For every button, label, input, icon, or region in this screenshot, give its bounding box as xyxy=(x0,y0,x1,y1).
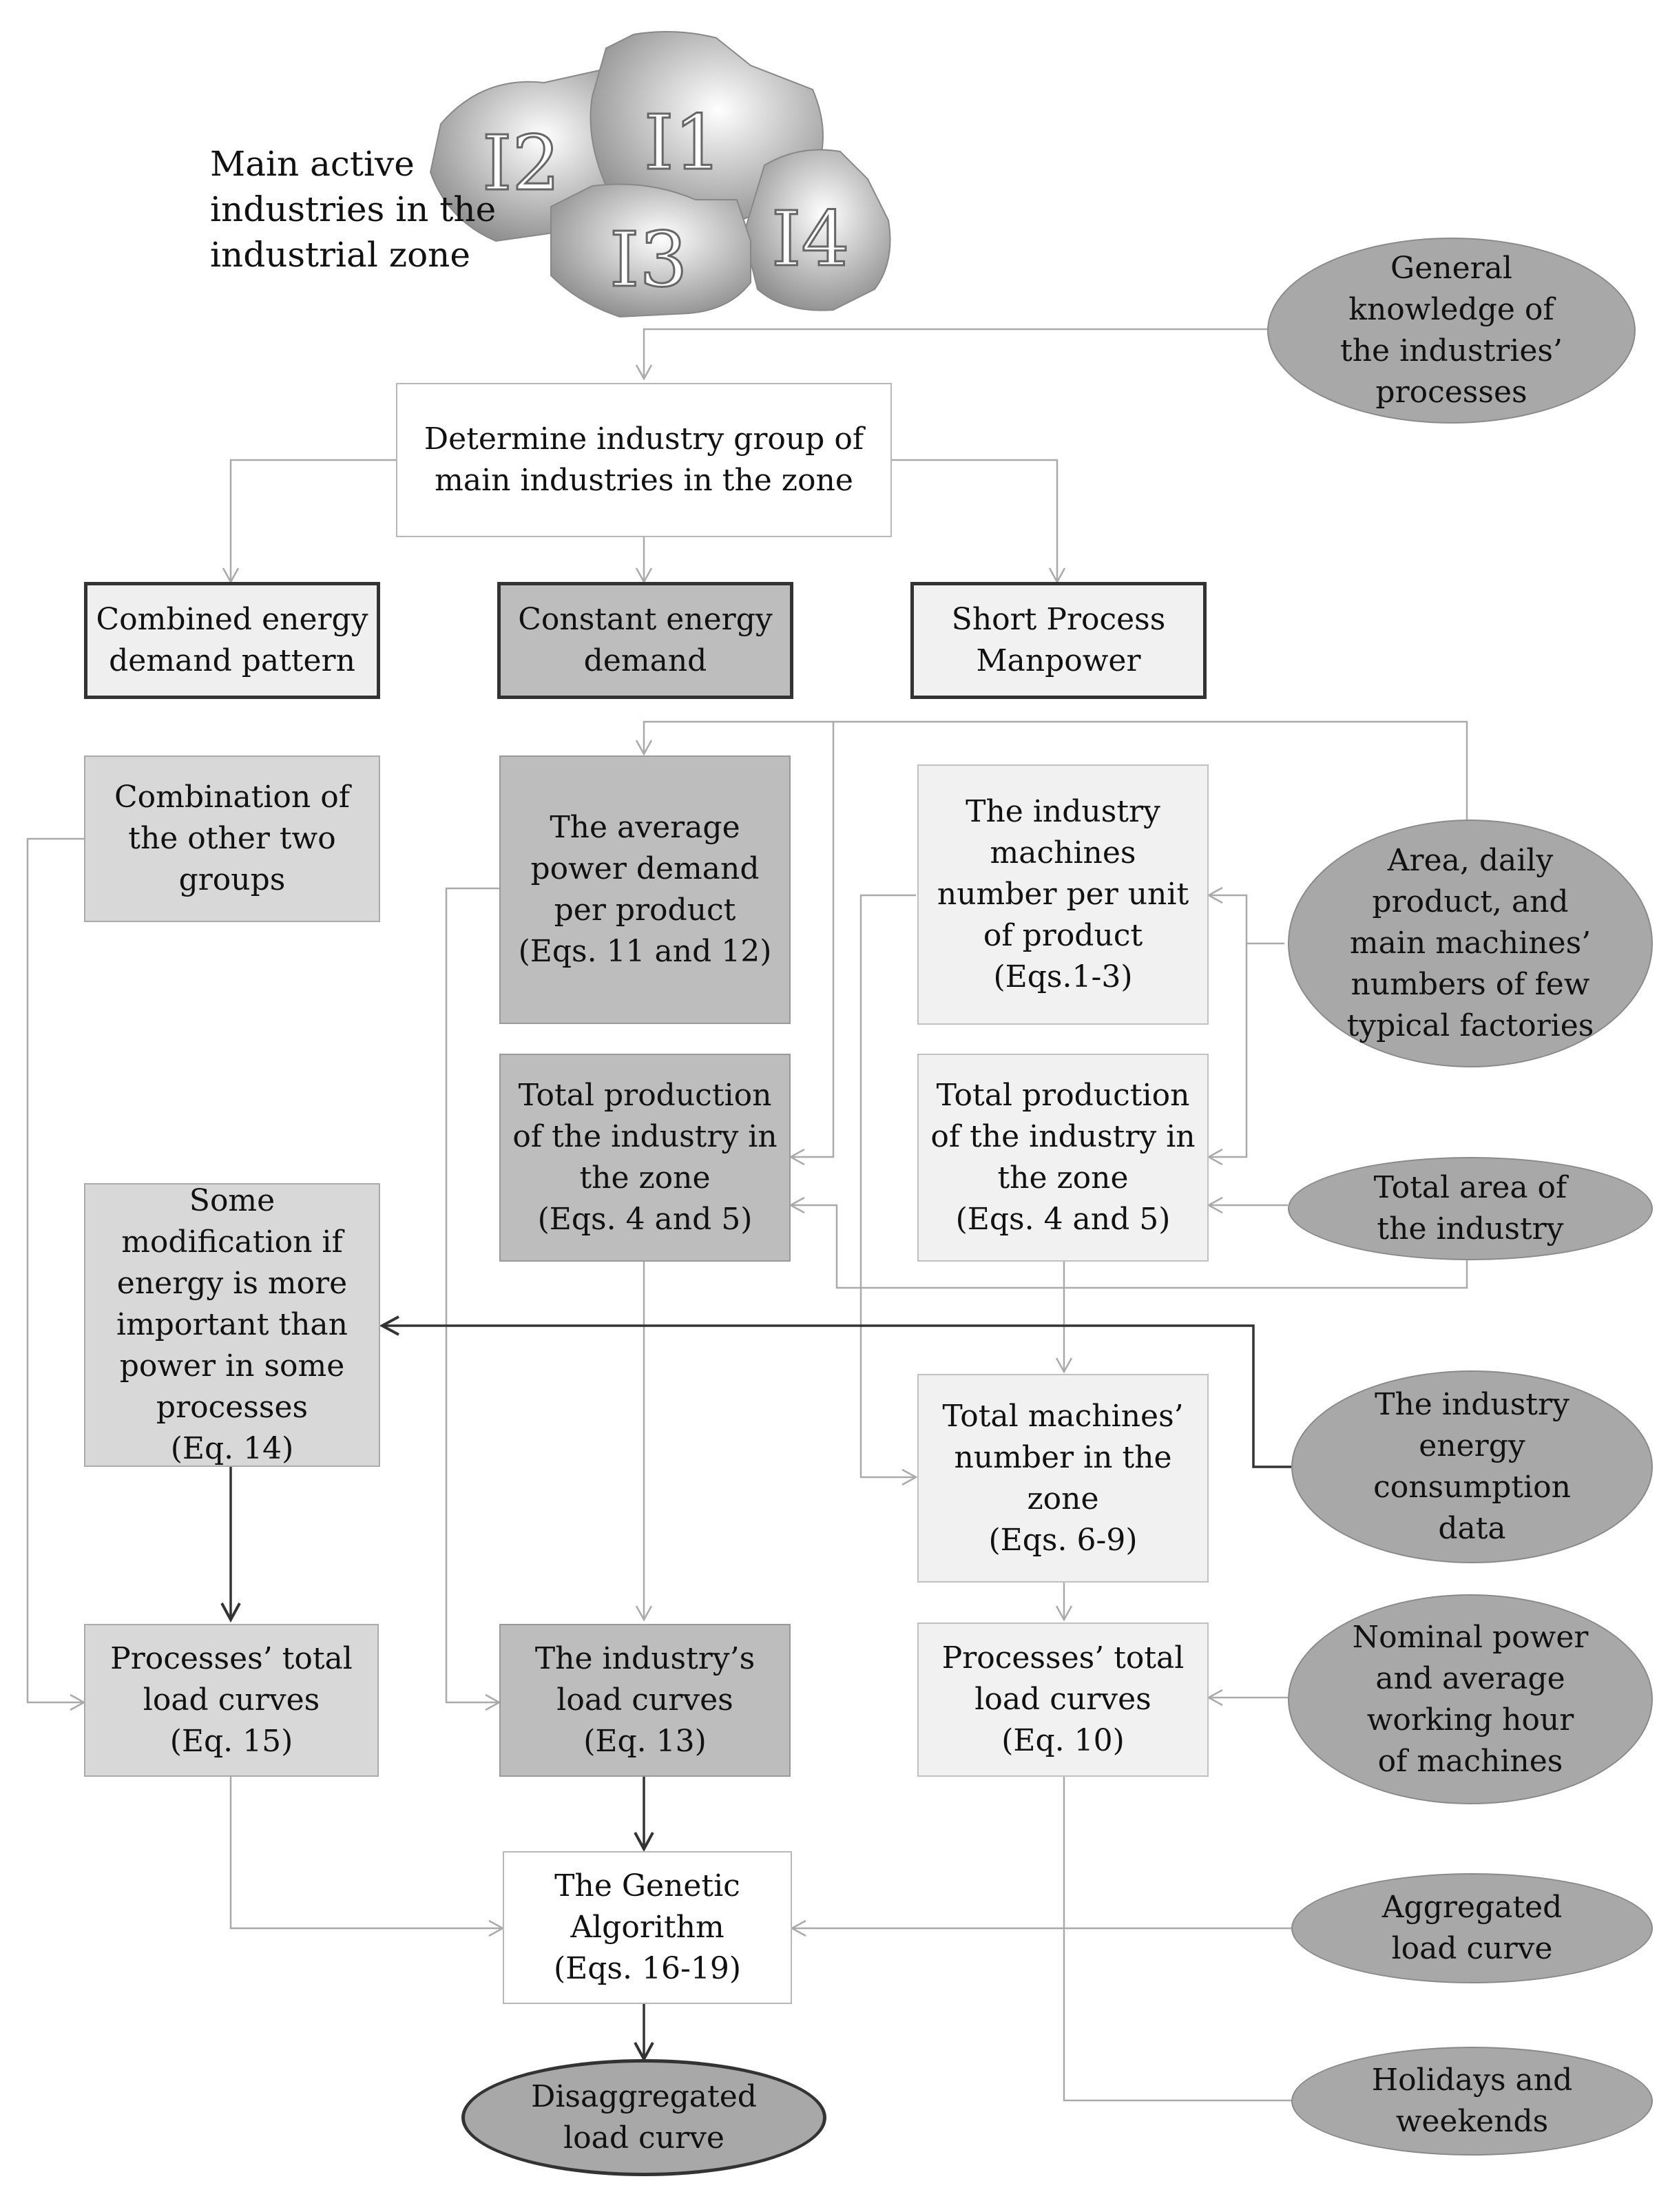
area-to-totalprod-right xyxy=(1207,943,1248,1166)
nominal-power-oval: Nominal power and average working hour o… xyxy=(1288,1594,1653,1804)
industry-load-curves-box: The industry’s load curves (Eq. 13) xyxy=(499,1624,791,1777)
combination-box: Combination of the other two groups xyxy=(84,755,380,922)
total-machines-box: Total machines’ number in the zone (Eqs.… xyxy=(917,1374,1209,1583)
total-production-mid-box: Total production of the industry in the … xyxy=(499,1054,791,1262)
genetic-algorithm-box: The Genetic Algorithm (Eqs. 16-19) xyxy=(503,1851,792,2004)
machines-per-unit-box: The industry machines number per unit of… xyxy=(917,764,1209,1025)
dark-connectors xyxy=(231,1326,1291,2059)
energy-consumption-data-oval: The industry energy consumption data xyxy=(1291,1370,1653,1563)
constant-energy-demand-box: Constant energy demand xyxy=(497,582,793,699)
area-daily-product-oval: Area, daily product, and main machines’ … xyxy=(1288,820,1653,1067)
modification-box: Some modification if energy is more impo… xyxy=(84,1183,380,1467)
disaggregated-load-curve-oval: Disaggregated load curve xyxy=(461,2059,826,2176)
blob-label-i3: I3 xyxy=(609,216,687,304)
determine-industry-group-box: Determine industry group of main industr… xyxy=(396,383,892,537)
determine-to-combined xyxy=(222,459,396,584)
holidays-weekends-oval: Holidays and weekends xyxy=(1291,2047,1653,2156)
light-connectors xyxy=(26,328,1468,2102)
combined-energy-demand-box: Combined energy demand pattern xyxy=(84,582,380,699)
blob-label-i4: I4 xyxy=(771,195,849,283)
area-to-machines xyxy=(1207,886,1284,945)
machines-to-totalmachines xyxy=(859,894,918,1486)
avg-to-industry-load xyxy=(445,887,501,1711)
branch-to-totalprod-mid xyxy=(789,722,835,1166)
energy-data-to-modification xyxy=(382,1326,1291,1468)
blob-label-i2: I2 xyxy=(482,119,560,207)
total-production-right-box: Total production of the industry in the … xyxy=(917,1054,1209,1262)
industrial-zone-caption: Main active industries in the industrial… xyxy=(210,144,497,275)
totalarea-to-totalprod-mid xyxy=(789,1196,1468,1289)
combination-to-proc-left xyxy=(26,837,86,1711)
aggregated-load-curve-oval: Aggregated load curve xyxy=(1291,1873,1653,1983)
blob-label-i1: I1 xyxy=(644,98,722,187)
total-area-oval: Total area of the industry xyxy=(1288,1157,1653,1260)
industry-blobs: I2 I1 I3 I4 xyxy=(429,31,891,318)
determine-to-short xyxy=(892,459,1066,584)
holidays-line xyxy=(1063,1777,1291,2102)
general-to-determine xyxy=(635,328,1271,381)
blob-i4 xyxy=(742,149,891,311)
blob-i3 xyxy=(550,183,751,318)
area-top-to-avg xyxy=(635,720,1468,820)
processes-load-curves-left-box: Processes’ total load curves (Eq. 15) xyxy=(84,1624,379,1777)
short-process-manpower-box: Short Process Manpower xyxy=(910,582,1207,699)
general-knowledge-oval: General knowledge of the industries’ pro… xyxy=(1267,238,1636,424)
processes-load-curves-right-box: Processes’ total load curves (Eq. 10) xyxy=(917,1623,1209,1777)
average-power-demand-box: The average power demand per product (Eq… xyxy=(499,755,791,1024)
proc-left-to-genetic xyxy=(229,1777,505,1937)
